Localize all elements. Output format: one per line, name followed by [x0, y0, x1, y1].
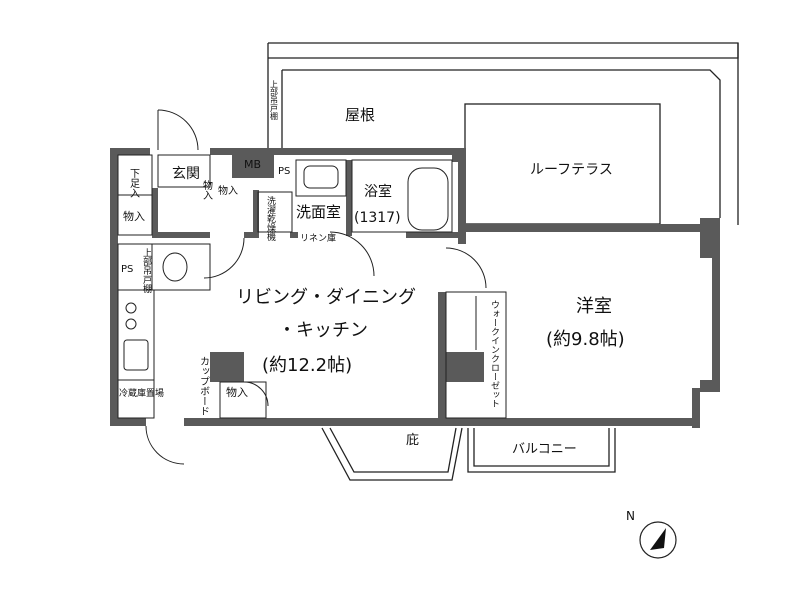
- vertical-labels: 下足入 物入 洗濯乾燥機 上部吊戸棚 上部吊戸棚 カップボード ウォークインクロ…: [128, 80, 500, 416]
- label-walk-in-closet: ウォークインクローゼット: [489, 300, 500, 408]
- label-ldk-size: (約12.2帖): [262, 355, 352, 376]
- label-storage-3: 物入: [218, 184, 238, 197]
- label-ldk-line1: リビング・ダイニング: [236, 287, 416, 308]
- label-washroom: 洗面室: [296, 203, 341, 221]
- label-upper-cabinet: 上部吊戸棚: [141, 248, 152, 294]
- thin-lines: [117, 109, 507, 465]
- room-labels: 屋根 ルーフテラス 玄関 MB PS 洗面室 浴室 (1317) リネン庫 PS…: [119, 106, 635, 523]
- label-north: N: [626, 509, 635, 523]
- walls: [110, 148, 720, 428]
- label-western-size: (約9.8帖): [546, 329, 625, 350]
- label-ps-2: PS: [121, 264, 133, 275]
- north-arrow: [639, 521, 677, 559]
- label-roof-cabinet: 上部吊戸棚: [270, 80, 279, 121]
- label-bathroom-size: (1317): [354, 210, 401, 226]
- label-eaves: 庇: [406, 433, 419, 448]
- label-roof-terrace: ルーフテラス: [530, 162, 613, 178]
- label-roof: 屋根: [345, 106, 375, 124]
- label-ldk-line2: ・キッチン: [278, 320, 368, 341]
- label-mb: MB: [244, 158, 261, 171]
- label-bathroom: 浴室: [364, 183, 392, 200]
- label-entrance: 玄関: [172, 165, 200, 182]
- label-storage-1: 物入: [201, 179, 213, 200]
- label-shoe-box: 下足入: [128, 168, 140, 198]
- label-balcony: バルコニー: [512, 442, 577, 457]
- label-linen: リネン庫: [300, 232, 336, 244]
- outer-outline: [267, 42, 739, 481]
- label-fridge-space: 冷蔵庫置場: [119, 387, 164, 399]
- label-cupboard: カップボード: [198, 356, 210, 416]
- label-washer-dryer: 洗濯乾燥機: [265, 195, 276, 242]
- label-ps-1: PS: [278, 166, 290, 177]
- label-storage-4: 物入: [226, 385, 248, 399]
- label-western-room: 洋室: [576, 296, 612, 317]
- label-storage-2: 物入: [123, 209, 145, 223]
